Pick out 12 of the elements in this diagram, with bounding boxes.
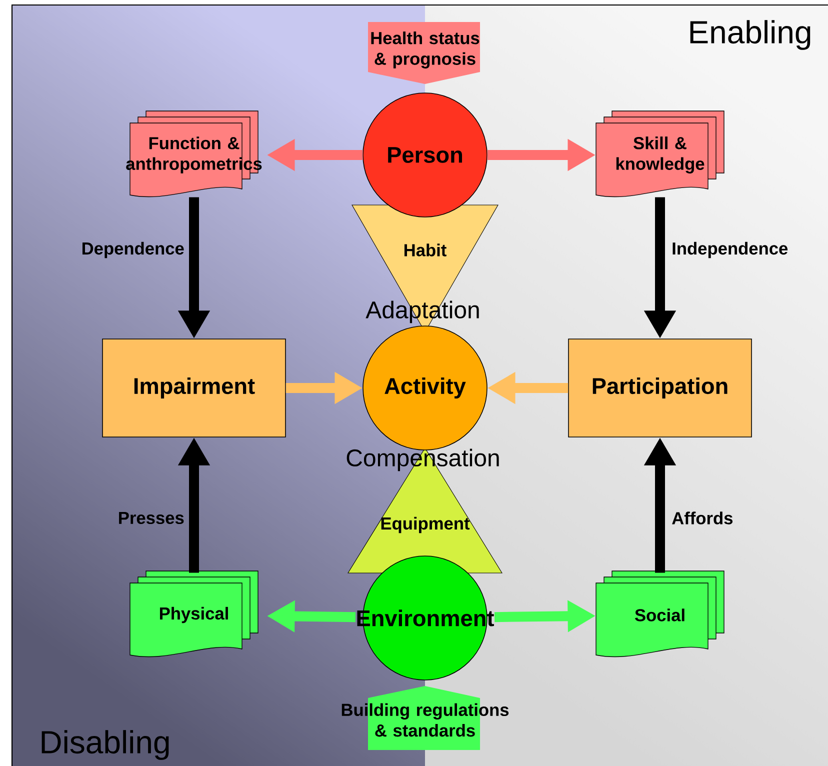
region-label: Disabling (42, 730, 169, 760)
region-label: Enabling (690, 20, 810, 50)
edge-label: Dependence (82, 242, 184, 258)
circle-node: Person (362, 92, 488, 218)
document-stack: Skill & knowledge (596, 110, 724, 198)
edge-label: Independence (672, 242, 788, 258)
process-box: Impairment (102, 338, 286, 438)
document-stack: Social (596, 570, 724, 658)
document-stack: Physical (130, 570, 258, 658)
edge-label: Presses (119, 512, 184, 524)
process-box: Participation (568, 338, 752, 438)
edge-label: Affords (672, 512, 733, 524)
